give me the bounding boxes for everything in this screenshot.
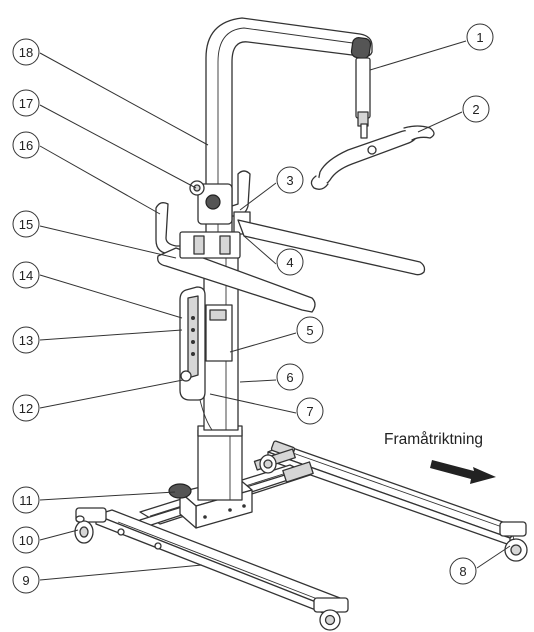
front-right-wheel xyxy=(313,597,349,631)
left-base-leg xyxy=(95,509,341,615)
callout-3: 3 xyxy=(276,166,304,194)
right-base-leg xyxy=(267,440,521,546)
callout-1: 1 xyxy=(466,23,494,51)
callout-label: 18 xyxy=(19,45,33,60)
callout-label: 9 xyxy=(22,573,29,588)
callout-label: 3 xyxy=(286,173,293,188)
callout-8: 8 xyxy=(449,557,477,585)
callout-label: 15 xyxy=(19,217,33,232)
callout-label: 8 xyxy=(459,564,466,579)
callout-13: 13 xyxy=(12,326,40,354)
callout-label: 16 xyxy=(19,138,33,153)
direction-label: Framåtriktning xyxy=(384,431,483,448)
control-box xyxy=(205,304,233,362)
hand-control xyxy=(179,286,213,431)
callout-label: 13 xyxy=(19,333,33,348)
callout-label: 6 xyxy=(286,370,293,385)
callout-2: 2 xyxy=(462,95,490,123)
spreader-bar xyxy=(310,125,435,190)
callout-label: 4 xyxy=(286,255,293,270)
callout-label: 5 xyxy=(306,323,313,338)
callout-label: 12 xyxy=(19,401,33,416)
mast-lower xyxy=(197,425,243,501)
callout-18: 18 xyxy=(12,38,40,66)
push-handle-left xyxy=(155,202,193,255)
rear-right-wheel xyxy=(499,521,528,562)
callout-label: 14 xyxy=(19,268,33,283)
callout-label: 7 xyxy=(306,404,313,419)
direction-arrow-icon xyxy=(430,460,496,484)
callout-7: 7 xyxy=(296,397,324,425)
callout-17: 17 xyxy=(12,89,40,117)
callout-4: 4 xyxy=(276,248,304,276)
actuator-head xyxy=(189,180,251,235)
callout-11: 11 xyxy=(12,486,40,514)
callout-9: 9 xyxy=(12,566,40,594)
leader-lines xyxy=(39,40,511,581)
callout-label: 17 xyxy=(19,96,33,111)
callout-label: 2 xyxy=(472,102,479,117)
forward-direction-indicator: Framåtriktning xyxy=(384,431,496,484)
callout-label: 1 xyxy=(476,30,483,45)
callout-label: 11 xyxy=(19,493,33,508)
callout-12: 12 xyxy=(12,394,40,422)
callout-15: 15 xyxy=(12,210,40,238)
callout-label: 10 xyxy=(19,533,33,548)
callout-16: 16 xyxy=(12,131,40,159)
front-left-wheel xyxy=(74,507,107,544)
callout-14: 14 xyxy=(12,261,40,289)
callout-5: 5 xyxy=(296,316,324,344)
callout-6: 6 xyxy=(276,363,304,391)
leg-bars xyxy=(157,219,426,313)
callout-10: 10 xyxy=(12,526,40,554)
hanger-strap xyxy=(355,57,371,139)
